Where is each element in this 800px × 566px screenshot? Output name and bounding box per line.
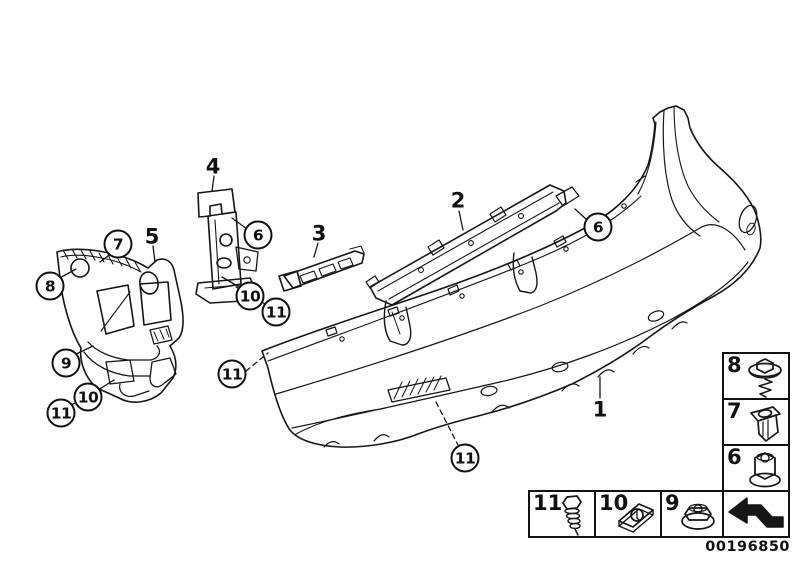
callout-4[interactable]: 4 xyxy=(205,154,221,179)
callout-9[interactable]: 9 xyxy=(51,348,81,378)
part-side-bracket-left xyxy=(56,248,184,403)
callout-6-left[interactable]: 6 xyxy=(243,220,273,250)
callout-11-mid[interactable]: 11 xyxy=(261,297,291,327)
clamp-clip-icon xyxy=(618,503,654,533)
part-guide-rail xyxy=(278,245,365,292)
callout-11-upper[interactable]: 11 xyxy=(217,359,247,389)
legend-cell-11[interactable]: 11 xyxy=(528,490,596,538)
callout-11-lower[interactable]: 11 xyxy=(450,443,480,473)
doc-number: 00196850 xyxy=(705,539,790,555)
flange-nut-icon xyxy=(749,452,781,488)
callout-11-left[interactable]: 11 xyxy=(46,398,76,428)
callout-5[interactable]: 5 xyxy=(144,224,160,249)
legend-cell-10[interactable]: 10 xyxy=(594,490,662,538)
legend-cell-9[interactable]: 9 xyxy=(660,490,724,538)
callout-10-left[interactable]: 10 xyxy=(73,382,103,412)
screw-with-washer-icon xyxy=(748,358,782,398)
callout-7[interactable]: 7 xyxy=(103,229,133,259)
callout-1[interactable]: 1 xyxy=(592,397,608,422)
callout-6-right[interactable]: 6 xyxy=(583,212,613,242)
part-bumper-trim-panel xyxy=(261,105,762,448)
callout-10-mid[interactable]: 10 xyxy=(235,281,265,311)
legend-cell-6[interactable]: 6 xyxy=(722,444,790,492)
legend-cell-8[interactable]: 8 xyxy=(722,352,790,400)
expanding-clip-icon xyxy=(750,406,781,442)
legend-cell-7[interactable]: 7 xyxy=(722,398,790,446)
legend-cell-arrow[interactable] xyxy=(722,490,790,538)
cross-reference-arrow-icon xyxy=(728,497,784,528)
part-bumper-carrier xyxy=(365,184,580,346)
washer-nut-icon xyxy=(681,503,715,530)
tapping-screw-icon xyxy=(562,495,582,536)
callout-8[interactable]: 8 xyxy=(35,271,65,301)
callout-2[interactable]: 2 xyxy=(450,188,466,213)
callout-3[interactable]: 3 xyxy=(311,221,327,246)
